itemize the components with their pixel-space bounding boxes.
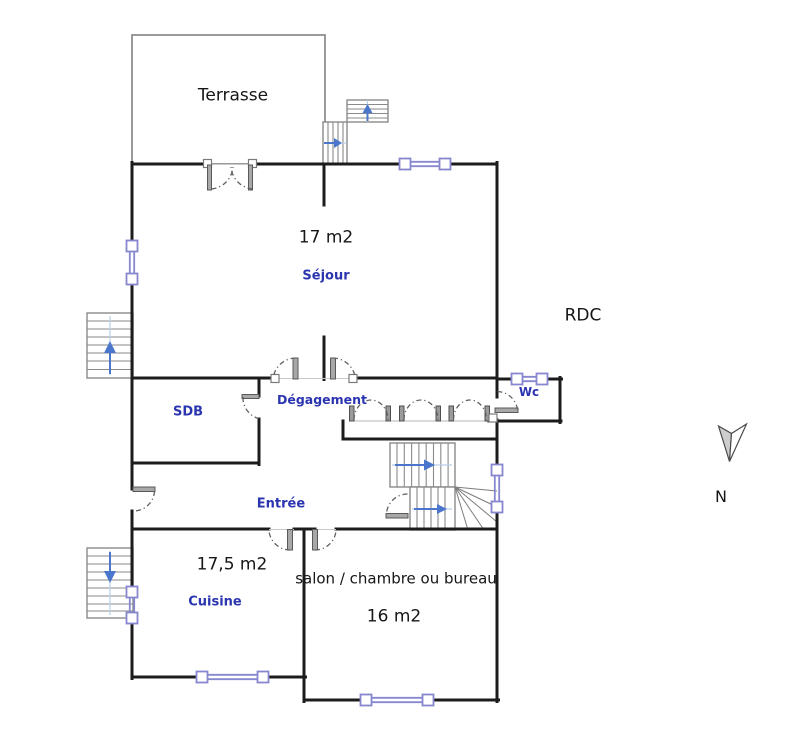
- doors: [132, 158, 519, 551]
- door-terrace-french: [202, 158, 258, 191]
- door-sejour-double: [270, 357, 358, 384]
- room-label-sdb: SDB: [172, 404, 204, 420]
- room-label-sejour: Séjour: [302, 268, 350, 284]
- window-stairs-right: [490, 463, 504, 514]
- terrace-stairs: [322, 99, 389, 165]
- corridor-closet-doors: [349, 399, 490, 422]
- window-wc-top: [510, 372, 549, 386]
- window-salon-bottom: [359, 693, 435, 707]
- interior-walls: [130, 162, 499, 530]
- north-arrow-icon: [717, 422, 748, 462]
- door-entree-front: [132, 486, 156, 512]
- floor-label-rdc: RDC: [564, 305, 602, 326]
- room-label-wc: Wc: [518, 385, 540, 399]
- left-lower-stairs: [86, 547, 134, 619]
- window-cuisine-bottom: [195, 670, 270, 684]
- north-label: N: [715, 487, 727, 506]
- room-label-cuisine: Cuisine: [188, 594, 242, 610]
- room-label-degagement: Dégagement: [276, 391, 368, 407]
- window-sejour-top: [398, 157, 452, 171]
- door-sdb: [241, 394, 260, 420]
- window-sejour-left: [125, 239, 139, 286]
- windows: [125, 157, 549, 707]
- left-upper-stairs: [86, 312, 134, 379]
- room-label-entree: Entrée: [256, 496, 306, 512]
- room-label-salon: salon / chambre ou bureau: [295, 569, 497, 588]
- room-label-terrasse: Terrasse: [197, 85, 269, 106]
- door-stairs: [385, 493, 409, 519]
- exterior-walls: [130, 161, 563, 703]
- area-label-cuisine: 17,5 m2: [196, 554, 268, 575]
- area-label-salon: 16 m2: [366, 606, 422, 627]
- area-label-sejour: 17 m2: [298, 227, 354, 248]
- door-cuisine: [268, 529, 293, 551]
- door-wc: [488, 390, 519, 423]
- window-cuisine-left: [125, 585, 139, 625]
- door-salon: [312, 529, 337, 551]
- main-staircase: [389, 442, 498, 531]
